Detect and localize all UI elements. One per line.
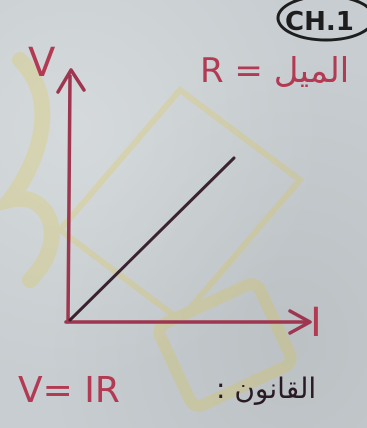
x-axis-arrow-icon [288, 309, 312, 335]
y-axis-label: V [28, 40, 56, 86]
linear-relation-line [68, 156, 236, 322]
x-axis-label: I [310, 300, 322, 346]
y-axis: V [28, 40, 86, 324]
chapter-badge-label: CH.1 [285, 7, 354, 37]
x-axis: I [64, 300, 322, 346]
chapter-badge: CH.1 [276, 0, 367, 42]
ohms-law-equation: V= IR [18, 370, 120, 411]
resistance-equation: R = الميل [200, 51, 349, 91]
law-label: : القانون [216, 372, 316, 405]
y-axis-arrow-icon [56, 68, 86, 94]
